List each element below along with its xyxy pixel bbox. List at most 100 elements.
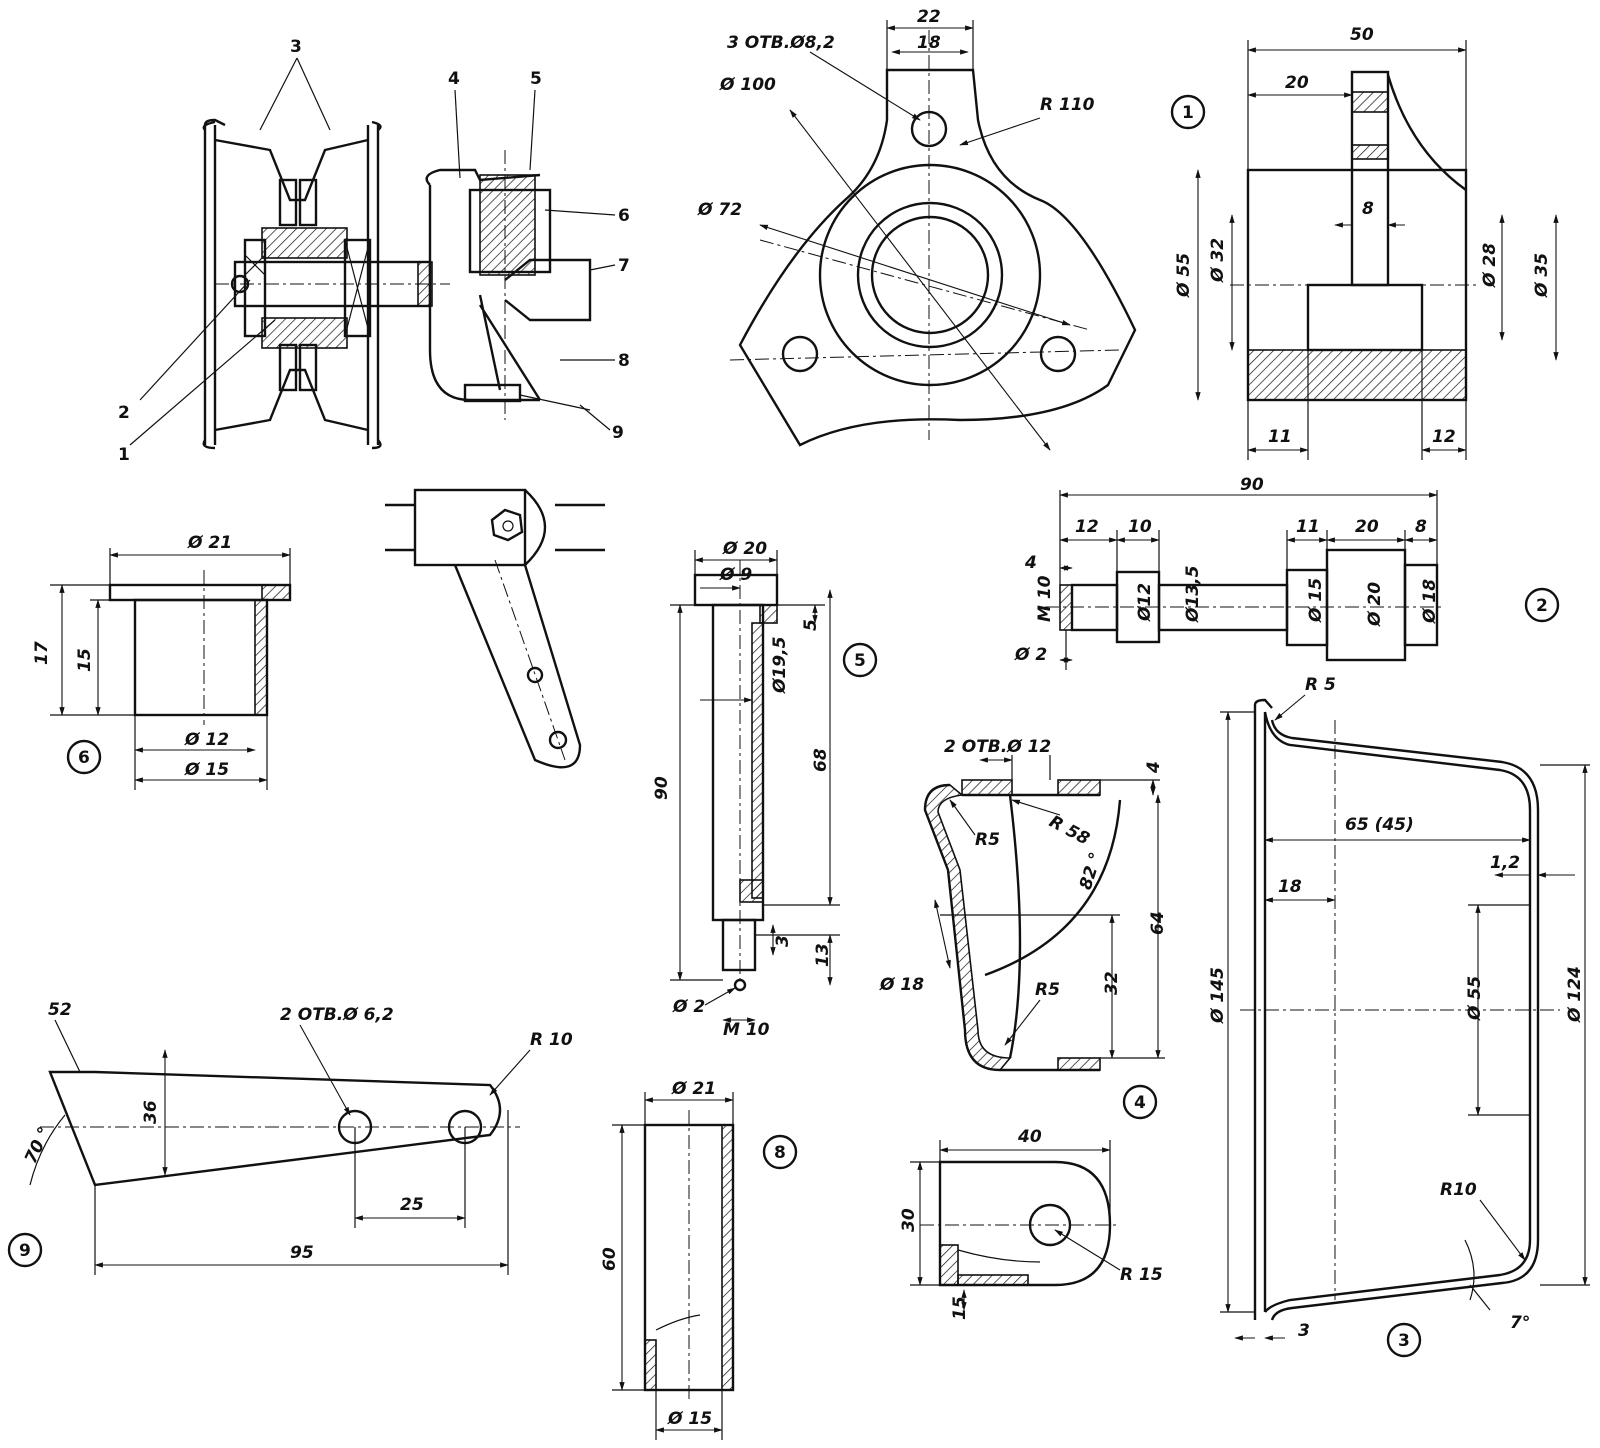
dim-32: 32 <box>1102 971 1122 995</box>
dim-4: 4 <box>1024 553 1037 573</box>
dim-3: 3 <box>773 935 793 947</box>
callout-3: 3 <box>290 37 302 57</box>
dim-18: 18 <box>1278 877 1302 897</box>
dim-95: 95 <box>290 1243 314 1263</box>
dim-d12: Ø 12 <box>184 730 229 750</box>
dim-r110: R 110 <box>1040 95 1095 115</box>
dim-d124: Ø 124 <box>1565 966 1585 1023</box>
dim-d32: Ø 32 <box>1208 238 1228 283</box>
dim-r5a: R5 <box>975 830 1000 850</box>
dim-4: 4 <box>1144 761 1164 774</box>
dim-65-45: 65 (45) <box>1345 815 1414 835</box>
dim-25: 25 <box>400 1195 424 1215</box>
dim-36: 36 <box>141 1100 161 1124</box>
dim-r15: R 15 <box>1120 1265 1163 1285</box>
dim-20: 20 <box>1355 517 1379 537</box>
dim-3: 3 <box>1298 1321 1310 1341</box>
dim-11: 11 <box>1268 427 1292 447</box>
dim-18: 18 <box>917 33 941 53</box>
dim-d35: Ø 35 <box>1532 253 1552 298</box>
kingpin-section <box>479 174 536 276</box>
hub-section-top <box>261 227 348 259</box>
dim-50: 50 <box>1350 25 1374 45</box>
flange-view: 22 18 3 ОТВ.Ø8,2 Ø 100 R 110 Ø 72 <box>697 7 1137 451</box>
steering-arm-sketch <box>385 488 605 769</box>
callout-5: 5 <box>530 69 542 89</box>
dim-d9: Ø 9 <box>719 565 752 585</box>
dim-d195: Ø19,5 <box>770 637 790 694</box>
dim-2-holes: 2 ОТВ.Ø 6,2 <box>280 1005 394 1025</box>
dim-30: 30 <box>899 1208 919 1232</box>
dim-15: 15 <box>950 1296 970 1320</box>
dim-11: 11 <box>1296 517 1320 537</box>
dim-68: 68 <box>811 748 831 772</box>
part-8-drawing: Ø 21 60 Ø 15 8 <box>600 1079 798 1440</box>
dim-8: 8 <box>1415 517 1427 537</box>
dim-40: 40 <box>1017 1127 1042 1147</box>
dim-90: 90 <box>1240 475 1264 495</box>
part-3-drawing: R 5 65 (45) 1,2 18 Ø 145 Ø 55 Ø 124 R10 … <box>1208 675 1590 1358</box>
part-9-drawing: 52 2 ОТВ.Ø 6,2 R 10 70 ° 36 25 95 9 <box>7 1000 573 1275</box>
dim-d28: Ø 28 <box>1480 243 1500 288</box>
dim-64: 64 <box>1148 911 1168 935</box>
callout-6: 6 <box>618 206 630 226</box>
dim-m10: M 10 <box>723 1020 770 1040</box>
dim-m10: M 10 <box>1035 575 1055 622</box>
dim-90: 90 <box>652 776 672 800</box>
dim-d72: Ø 72 <box>697 200 742 220</box>
callout-8: 8 <box>618 351 630 371</box>
dim-52: 52 <box>48 1000 72 1020</box>
part-2-drawing: 90 12 10 11 20 8 4 M 10 Ø12 Ø13,5 Ø 15 Ø… <box>1014 475 1560 670</box>
part-4-number: 4 <box>1134 1093 1146 1113</box>
dim-12: 12 <box>1075 517 1099 537</box>
dim-20: 20 <box>1285 73 1309 93</box>
dim-d15: Ø 15 <box>667 1409 712 1429</box>
dim-60: 60 <box>600 1247 620 1271</box>
dim-22: 22 <box>917 7 941 27</box>
callout-4: 4 <box>448 69 460 89</box>
dim-13: 13 <box>813 943 833 967</box>
dim-d145: Ø 145 <box>1208 967 1228 1024</box>
dim-3-holes: 3 ОТВ.Ø8,2 <box>727 33 835 53</box>
part-1-number: 1 <box>1182 103 1194 123</box>
part-5-drawing: Ø 20 Ø 9 5 Ø19,5 90 68 3 13 Ø 2 M 10 5 <box>652 539 878 1040</box>
callout-2: 2 <box>118 403 130 423</box>
part-8-number: 8 <box>774 1143 786 1163</box>
part-5-number: 5 <box>854 651 866 671</box>
part-3-number: 3 <box>1398 1331 1410 1351</box>
part-4-drawing: 2 ОТВ.Ø 12 4 R5 R 58 82 ° 64 32 Ø 18 R5 … <box>879 737 1168 1320</box>
dim-r58: R 58 <box>1046 812 1093 850</box>
part-2-number: 2 <box>1536 596 1548 616</box>
dim-d135: Ø13,5 <box>1183 566 1203 623</box>
dim-d18: Ø 18 <box>1420 579 1440 624</box>
callout-9: 9 <box>612 423 624 443</box>
dim-70deg: 70 ° <box>21 1124 55 1167</box>
dim-d55: Ø 55 <box>1465 976 1485 1021</box>
dim-d100: Ø 100 <box>719 75 776 95</box>
dim-r10: R 10 <box>530 1030 573 1050</box>
part-1-section <box>1247 349 1467 401</box>
dim-12: 12 <box>1432 427 1456 447</box>
dim-d20: Ø 20 <box>1365 582 1385 627</box>
hub-section-bottom <box>261 317 348 349</box>
dim-d18: Ø 18 <box>879 975 924 995</box>
dim-r5b: R5 <box>1035 980 1060 1000</box>
part-6-number: 6 <box>78 748 90 768</box>
dim-7deg: 7° <box>1510 1313 1530 1333</box>
dim-d21: Ø 21 <box>671 1079 716 1099</box>
part-6-drawing: Ø 21 17 15 Ø 12 Ø 15 6 <box>32 533 292 790</box>
dim-r10: R10 <box>1440 1180 1477 1200</box>
dim-5: 5 <box>801 619 821 631</box>
part-9-number: 9 <box>19 1241 31 1261</box>
callout-1: 1 <box>118 445 130 465</box>
dim-15: 15 <box>75 648 95 672</box>
callout-7: 7 <box>618 256 630 276</box>
part-1-drawing: 1 50 20 8 Ø 55 Ø 32 Ø 28 Ø 35 11 12 <box>1170 25 1559 460</box>
dim-d15: Ø 15 <box>1306 578 1326 623</box>
dim-8: 8 <box>1362 199 1374 219</box>
dim-d20: Ø 20 <box>722 539 767 559</box>
dim-17: 17 <box>32 641 52 665</box>
dim-10: 10 <box>1128 517 1152 537</box>
dim-d12: Ø12 <box>1135 583 1155 622</box>
